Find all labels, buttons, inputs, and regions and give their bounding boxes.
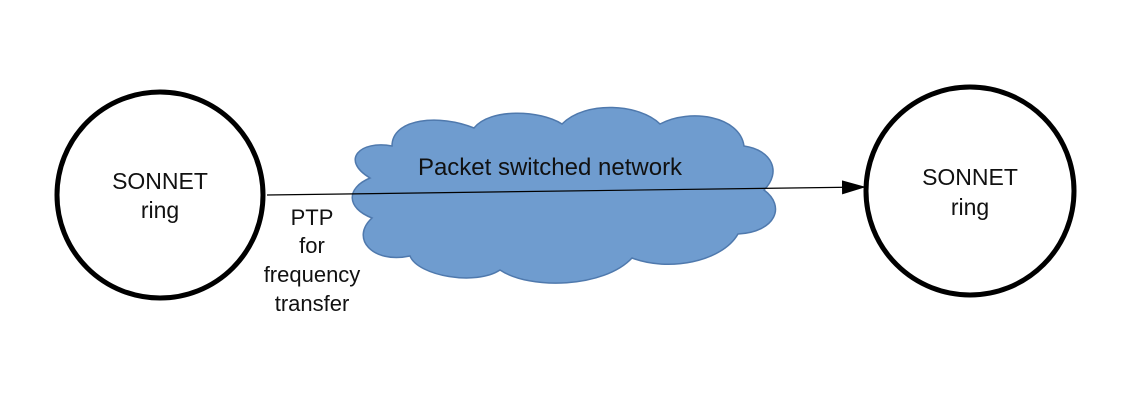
right-sonnet-node: SONNET ring (863, 84, 1077, 298)
left-node-label-line1: SONNET (112, 168, 208, 194)
right-node-label-line1: SONNET (922, 164, 1018, 190)
cloud-shape (351, 106, 777, 284)
left-sonnet-node: SONNET ring (54, 89, 266, 301)
left-node-label-line2: ring (141, 197, 179, 223)
left-ring-circle (54, 89, 266, 301)
right-ring-circle (863, 84, 1077, 298)
link-label-line2: for (299, 233, 325, 258)
link-label: PTP for frequency transfer (264, 205, 361, 316)
link-label-line4: transfer (275, 291, 350, 316)
packet-switched-network-cloud: Packet switched network (351, 106, 777, 284)
link-label-line3: frequency (264, 262, 361, 287)
ptp-link-arrow (266, 180, 867, 196)
right-node-label-line2: ring (951, 194, 989, 220)
link-label-line1: PTP (291, 205, 334, 230)
cloud-label: Packet switched network (418, 154, 683, 181)
